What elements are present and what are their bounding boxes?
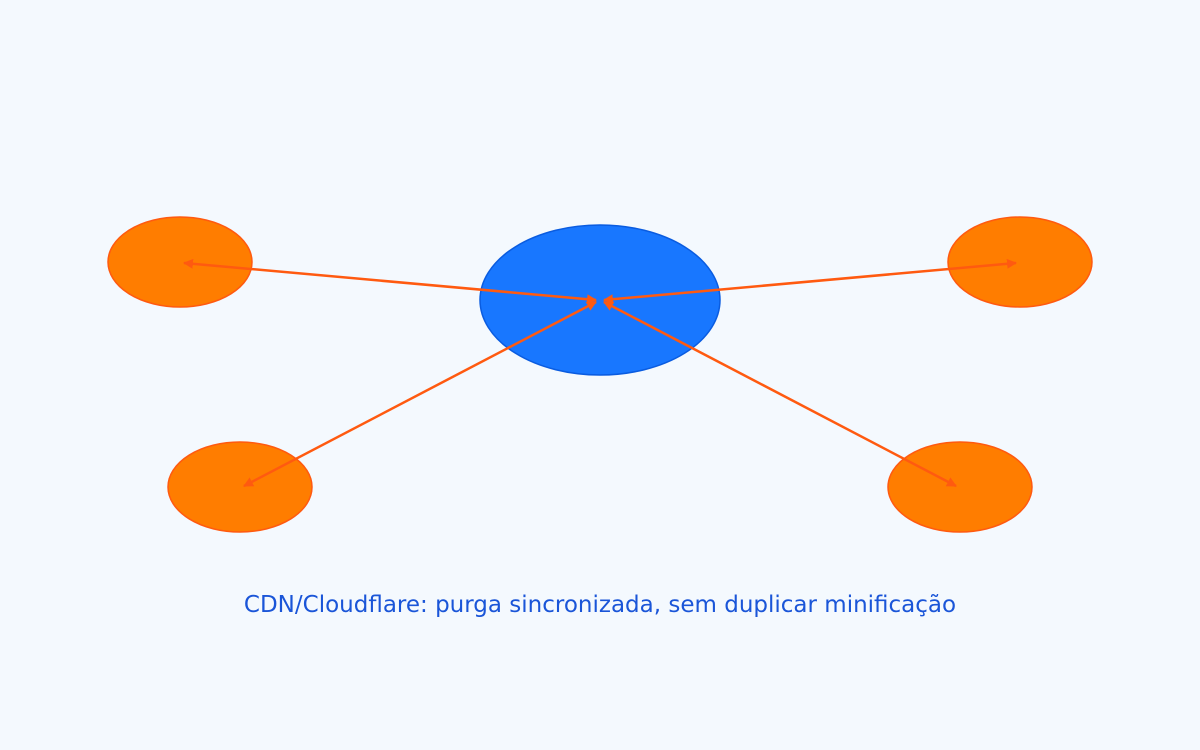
diagram-caption: CDN/Cloudflare: purga sincronizada, sem …	[243, 592, 957, 618]
edge-hub-top-left	[183, 258, 597, 305]
node-bottom-right[interactable]	[887, 441, 1033, 533]
edge-hub-top-right	[603, 258, 1017, 305]
node-top-left[interactable]	[107, 216, 253, 308]
node-bottom-left[interactable]	[167, 441, 313, 533]
node-top-right[interactable]	[947, 216, 1093, 308]
edge-hub-bottom-right	[603, 300, 957, 488]
hub-node[interactable]	[479, 224, 721, 376]
edge-hub-bottom-left	[243, 300, 597, 488]
